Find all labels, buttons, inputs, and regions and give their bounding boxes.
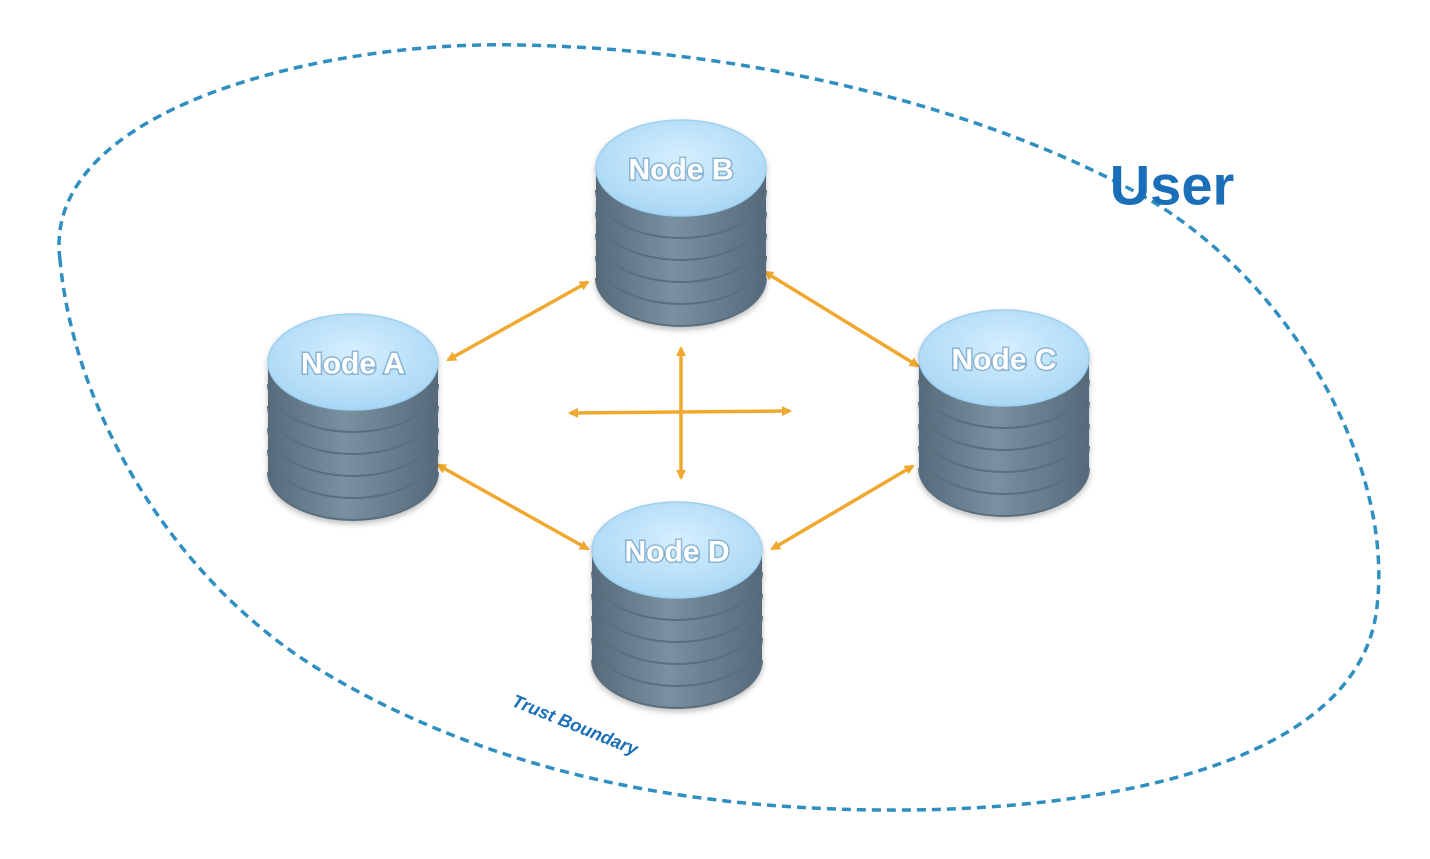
node-top: [267, 313, 439, 411]
four-way-arrows-icon: [568, 346, 792, 480]
disc-edge: [267, 471, 439, 521]
node-top: [591, 501, 763, 599]
node-label-c: Node C: [952, 344, 1057, 377]
user-label: User: [1110, 154, 1235, 217]
disc-edge: [918, 445, 1090, 495]
database-node-c[interactable]: Node C: [918, 309, 1090, 517]
database-node-a[interactable]: Node A: [267, 313, 439, 521]
disc-edge: [595, 255, 767, 305]
disc-edge: [595, 189, 767, 239]
disc-edge: [918, 423, 1090, 473]
disc-edge: [267, 383, 439, 433]
connection-arrow-c-d: [770, 464, 915, 551]
connection-arrow-b-c: [763, 270, 920, 368]
connections: [436, 270, 920, 551]
disc-edge: [591, 571, 763, 621]
disc-edge: [267, 449, 439, 499]
nodes: Node A Node B Node C Node D: [267, 119, 1090, 709]
node-top: [595, 119, 767, 217]
connection-arrow-a-d: [436, 463, 590, 551]
disc-edge: [267, 405, 439, 455]
disc-edge: [591, 615, 763, 665]
node-label-d: Node D: [625, 536, 730, 569]
disc-edge: [591, 659, 763, 709]
disc-edge: [918, 467, 1090, 517]
connection-arrow-a-b: [446, 280, 590, 362]
disc-edge: [591, 593, 763, 643]
disc-edge: [595, 211, 767, 261]
database-node-d[interactable]: Node D: [591, 501, 763, 709]
node-label-b: Node B: [629, 154, 734, 187]
disc-edge: [918, 379, 1090, 429]
disc-edge: [267, 427, 439, 477]
node-label-a: Node A: [301, 348, 405, 381]
disc-edge: [591, 637, 763, 687]
disc-edge: [918, 401, 1090, 451]
node-top: [918, 309, 1090, 407]
trust-boundary-label: Trust Boundary: [509, 691, 641, 760]
disc-edge: [595, 233, 767, 283]
disc-edge: [595, 277, 767, 327]
database-node-b[interactable]: Node B: [595, 119, 767, 327]
